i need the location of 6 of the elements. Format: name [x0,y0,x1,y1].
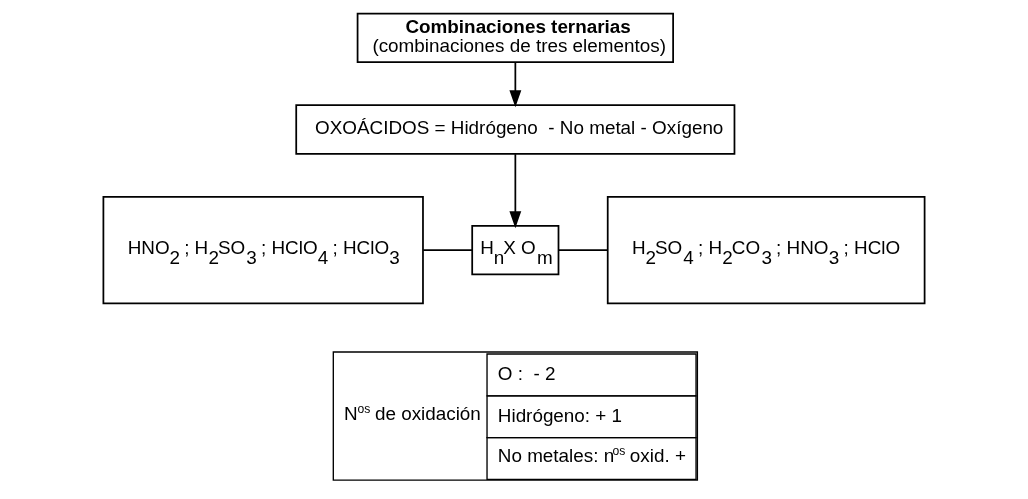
node-box: OXOÁCIDOS = Hidrógeno - No metal - Oxígeno [295,104,736,155]
connector [422,249,474,252]
connector [558,249,609,252]
arrow [509,153,522,229]
node-box: Combinaciones ternarias (combinaciones de tres elementos) [356,12,674,63]
arrow [509,61,522,108]
